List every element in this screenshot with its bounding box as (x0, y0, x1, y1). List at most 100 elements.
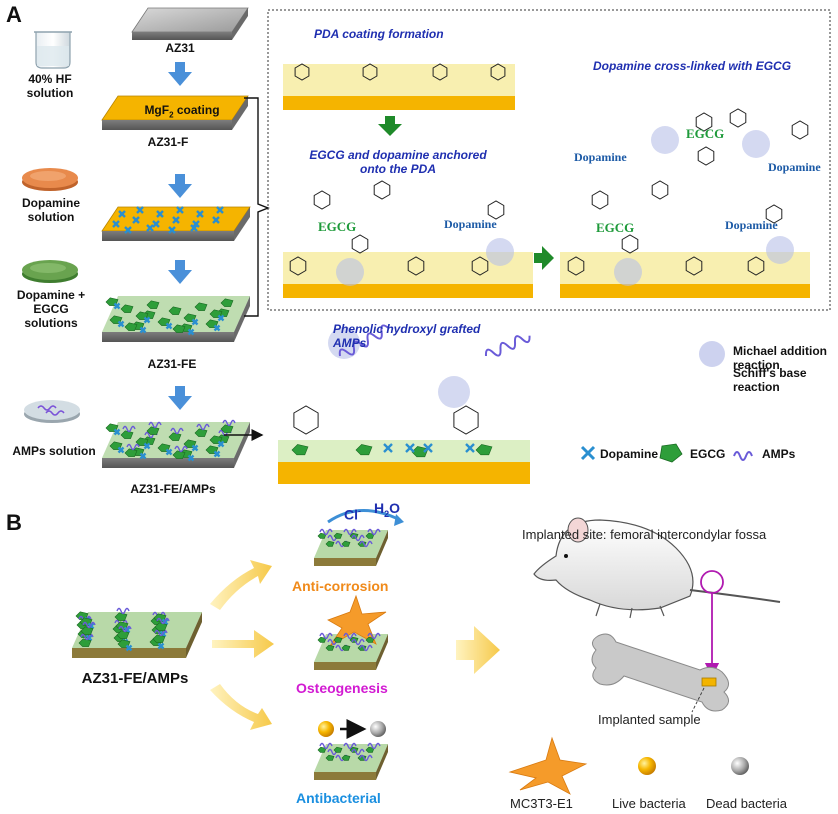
dopamine-cross-mark (187, 328, 195, 336)
live-bacteria-icon (638, 757, 656, 775)
dopamine-cross-mark (113, 302, 121, 310)
amps-dish-icon (24, 400, 80, 423)
egcg-leaf-mark (475, 444, 493, 456)
label-egcg-right: EGCG (596, 220, 635, 235)
egcg-leaf-mark (325, 540, 335, 547)
legend-amps-text: AMPs (762, 447, 796, 461)
dopamine-cross-mark (423, 443, 433, 453)
benzene-ring (791, 120, 809, 140)
dopamine-cross-mark (124, 226, 132, 234)
legend-egcg-leaf (659, 443, 683, 463)
dopamine-cross-mark (132, 216, 140, 224)
amp-mark (319, 742, 333, 750)
egcg-leaf-mark (341, 644, 351, 651)
egcg-leaf-mark (124, 322, 138, 331)
benzene-ring (294, 63, 310, 81)
egcg-leaf-mark (194, 302, 208, 311)
amp-mark (116, 607, 130, 615)
dopamine-cross-mark (117, 320, 125, 328)
egcg-leaf-mark (365, 532, 375, 539)
amp-mark (170, 427, 184, 435)
egcg-leaf-mark (317, 532, 327, 539)
dopamine-cross-mark (213, 450, 221, 458)
reaction-circle-6 (766, 236, 794, 264)
pda-strip-right (560, 252, 810, 298)
amp-mark (122, 425, 136, 433)
amp-mark (359, 754, 373, 762)
amp-mark (156, 617, 170, 625)
egcg-leaf-mark (116, 630, 130, 639)
egcg-leaf-mark (365, 636, 375, 643)
benzene-ring (471, 256, 489, 276)
egcg-leaf-mark (114, 612, 128, 621)
benzene-ring (729, 108, 747, 128)
dopamine-cross-mark (213, 324, 221, 332)
dopamine-cross-mark (125, 644, 133, 652)
az31-plate (131, 7, 249, 40)
benzene-ring (432, 63, 448, 81)
egcg-leaf-mark (152, 634, 166, 643)
dopamine-cross-mark (168, 226, 176, 234)
panel-label-a: A (6, 2, 22, 27)
amp-mark (222, 419, 236, 427)
flow-arrow-3 (168, 260, 192, 284)
amp-mark (319, 632, 333, 640)
amp-peptide-2 (484, 335, 531, 357)
benzene-ring (695, 112, 713, 132)
amp-mark (80, 633, 94, 641)
amp-mark (367, 742, 381, 750)
egcg-leaf-mark (154, 622, 168, 631)
egcg-leaf-mark (172, 450, 186, 459)
label-az31-fe-amps: AZ31-FE/AMPs (130, 482, 216, 496)
label-az31-f: AZ31-F (147, 135, 189, 149)
az31-fe-plate (102, 296, 250, 342)
label-dopamine-left: Dopamine (444, 217, 497, 231)
egcg-leaf-mark (333, 532, 343, 539)
dopamine-cross-mark (146, 224, 154, 232)
dopamine-cross-mark (143, 442, 151, 450)
antibacterial-plate (314, 719, 388, 780)
legend-dopamine-text: Dopamine (600, 447, 659, 461)
label-az31-fe: AZ31-FE (147, 357, 197, 371)
dopamine-cross-mark (217, 314, 225, 322)
egcg-leaf-mark (220, 424, 234, 433)
benzene-ring (490, 63, 506, 81)
panel-label-b: B (6, 510, 22, 535)
egcg-leaf-mark (220, 298, 234, 307)
dead-bacteria-icon (731, 757, 749, 775)
egcg-leaf-mark (341, 540, 351, 547)
egcg-leaves (105, 297, 234, 336)
amp-mark (343, 528, 357, 536)
dopamine-cross-mark (191, 318, 199, 326)
amp-mark (367, 528, 381, 536)
az31-fe-amps-plate (102, 419, 250, 468)
benzene-ring (373, 180, 391, 200)
amp-mark (359, 540, 373, 548)
dopamine-cross-mark (196, 210, 204, 218)
label-dopamine-right-2: Dopamine (768, 160, 821, 174)
title-pda-coating: PDA coating formation (314, 27, 444, 41)
amp-mark (351, 638, 365, 646)
dopamine-cross-mark (176, 206, 184, 214)
green-right-arrow (534, 246, 554, 270)
amp-peptide-1 (338, 324, 390, 357)
egcg-leaf-mark (291, 444, 309, 456)
amp-mark (343, 742, 357, 750)
dopamine-cross-mark (139, 452, 147, 460)
dopamine-cross-mark (216, 206, 224, 214)
chemical-structures (289, 63, 809, 435)
reaction-circle-4 (651, 126, 679, 154)
dopamine-cross-mark (165, 448, 173, 456)
dopamine-cross-mark (165, 322, 173, 330)
egcg-leaf-mark (80, 626, 94, 635)
benzene-ring (313, 190, 331, 210)
mouse-illustration (533, 517, 781, 678)
benzene-ring (289, 256, 307, 276)
label-amps-solution: AMPs solution (12, 444, 96, 458)
dopamine-cross-mark (143, 316, 151, 324)
femur-bone-illustration (591, 633, 729, 713)
